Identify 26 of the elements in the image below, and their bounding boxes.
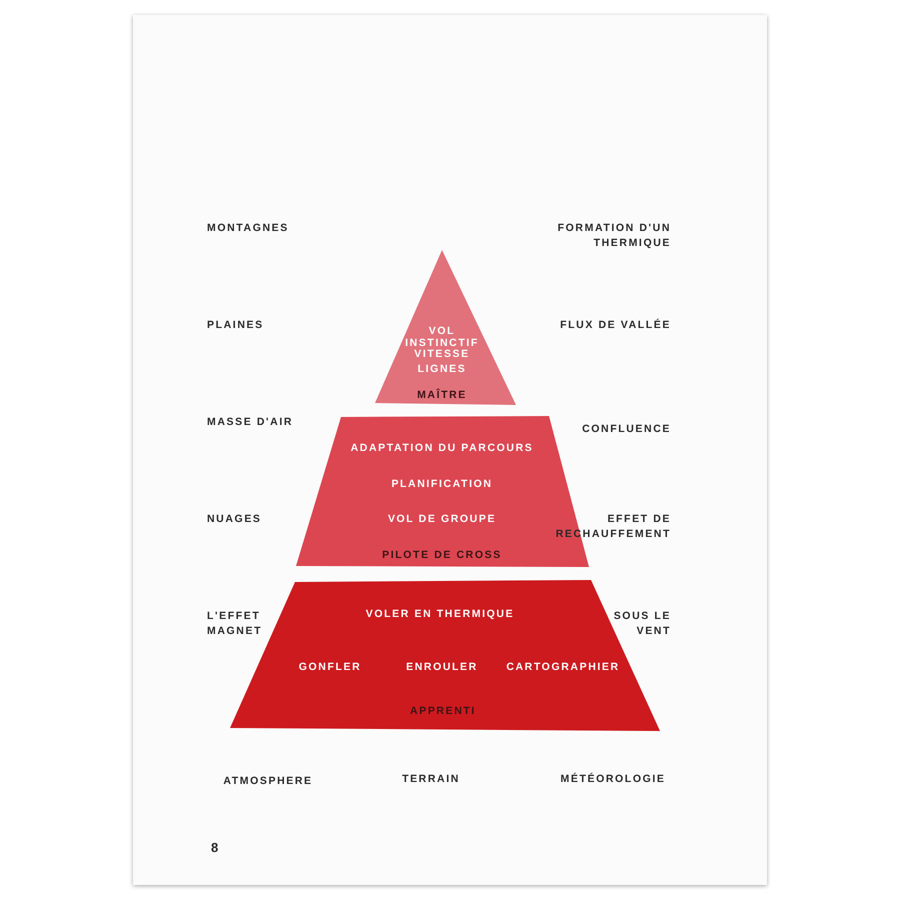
skill-text: VITESSE	[413, 348, 471, 360]
skill-text: VOL DE GROUPE	[386, 513, 498, 525]
axis-label: ATMOSPHERE	[222, 774, 314, 788]
side-label: NUAGES	[207, 512, 263, 526]
skill-text: ADAPTATION DU PARCOURS	[350, 442, 534, 454]
skill-text: PLANIFICATION	[390, 478, 494, 490]
skill-text: GONFLER	[298, 661, 362, 673]
side-label: L'EFFET MAGNET	[207, 609, 264, 639]
level-name: MAÎTRE	[416, 389, 468, 401]
skill-text: VOL INSTINCTIF	[404, 325, 480, 349]
side-label: PLAINES	[207, 318, 265, 332]
skill-text: CARTOGRAPHIER	[505, 661, 621, 673]
side-label: CONFLUENCE	[581, 422, 671, 436]
page-number: 8	[211, 840, 220, 854]
side-label: MASSE D'AIR	[207, 414, 294, 430]
side-label: SOUS LE VENT	[612, 609, 671, 639]
side-label: MONTAGNES	[207, 220, 290, 236]
skill-text: LIGNES	[416, 363, 468, 375]
level-name: PILOTE DE CROSS	[381, 549, 503, 561]
level-name: APPRENTI	[409, 705, 477, 717]
axis-label: MÉTÉOROLOGIE	[560, 772, 666, 786]
side-label: FORMATION D'UN THERMIQUE	[556, 221, 671, 251]
skill-text: VOLER EN THERMIQUE	[364, 608, 516, 620]
skill-text: ENROULER	[405, 661, 479, 673]
axis-label: TERRAIN	[401, 772, 461, 786]
side-label: FLUX DE VALLÉE	[559, 318, 671, 332]
